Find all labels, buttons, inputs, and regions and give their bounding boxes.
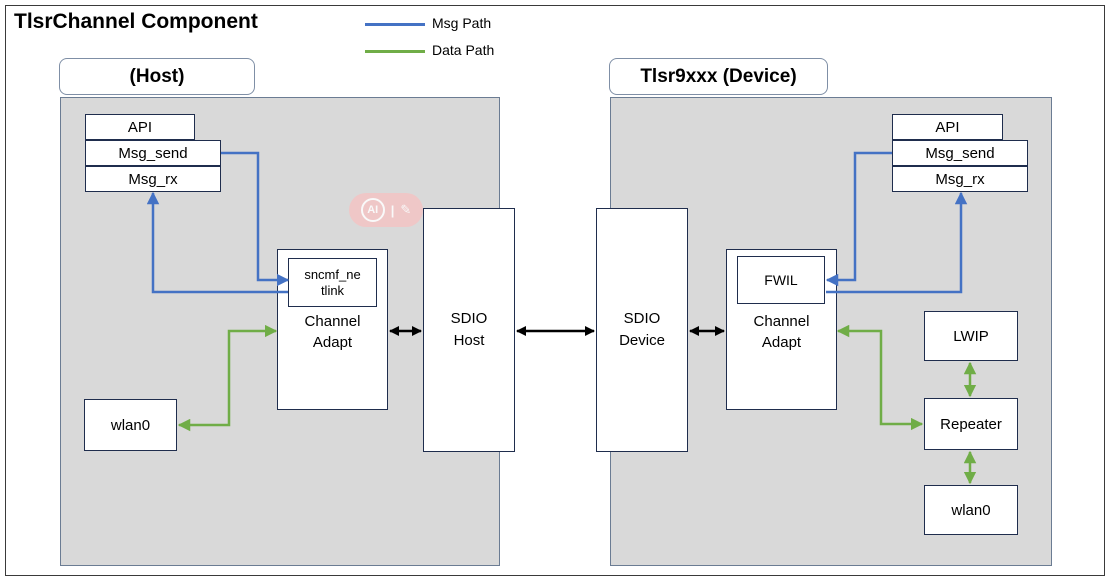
legend-data-line: [365, 50, 425, 53]
host-panel-label: (Host): [59, 58, 255, 95]
device-fwil-box: FWIL: [737, 256, 825, 304]
host-data-path: [177, 324, 278, 432]
device-msg-send-path: [825, 151, 892, 287]
device-panel-label: Tlsr9xxx (Device): [609, 58, 828, 95]
host-wlan0-box: wlan0: [84, 399, 177, 451]
host-netlink-box: sncmf_ne tlink: [288, 258, 377, 307]
diagram-title: TlsrChannel Component: [14, 10, 258, 33]
host-sdio-box: SDIO Host: [423, 208, 515, 452]
host-msg-rx-box: Msg_rx: [85, 166, 221, 192]
ai-assist-icon: AI|✎: [349, 193, 423, 227]
host-channel-adapt-label: Channel Adapt: [304, 313, 361, 351]
diagram-frame: [5, 5, 1105, 576]
device-msg-rx-path: [826, 191, 968, 294]
device-api-box: API: [892, 114, 1003, 140]
device-msg-rx-box: Msg_rx: [892, 166, 1028, 192]
device-repeater-box: Repeater: [924, 398, 1018, 450]
legend-msg-line: [365, 23, 425, 26]
host-api-box: API: [85, 114, 195, 140]
device-wlan0-box: wlan0: [924, 485, 1018, 535]
device-lwip-box: LWIP: [924, 311, 1018, 361]
legend-msg-label: Msg Path: [432, 15, 492, 31]
host-msg-send-box: Msg_send: [85, 140, 221, 166]
host-msg-send-path: [221, 151, 290, 287]
legend-data-label: Data Path: [432, 42, 495, 58]
device-sdio-box: SDIO Device: [596, 208, 688, 452]
host-msg-rx-path: [146, 191, 288, 294]
host-sdio-label: SDIO Host: [450, 310, 488, 349]
host-netlink-label: sncmf_ne tlink: [304, 266, 361, 298]
device-data-path: [836, 324, 924, 431]
device-sdio-label: SDIO Device: [619, 310, 665, 349]
device-channel-adapt-label: Channel Adapt: [753, 313, 810, 351]
device-msg-send-box: Msg_send: [892, 140, 1028, 166]
